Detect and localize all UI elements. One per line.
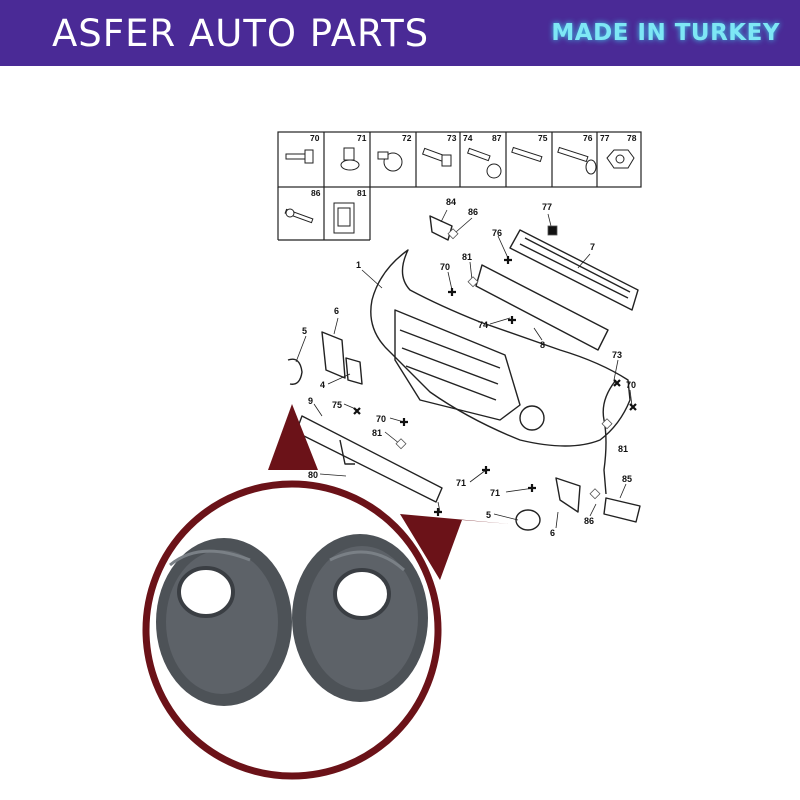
- grid-label: 78: [627, 133, 637, 143]
- callout-label: 8: [540, 340, 545, 350]
- grid-label: 81: [357, 188, 367, 198]
- callout-label: 81: [372, 428, 382, 438]
- callout-label: 6: [334, 306, 339, 316]
- callout-label: 86: [468, 207, 478, 217]
- callout-arrows: [268, 404, 510, 580]
- grid-label: 74: [463, 133, 473, 143]
- callout-label: 75: [332, 400, 342, 410]
- fastener-markers: [353, 256, 637, 516]
- callout-label: 81: [618, 444, 628, 454]
- callout-label: 4: [320, 380, 325, 390]
- header-banner: ASFER AUTO PARTS MADE IN TURKEY: [0, 0, 800, 66]
- callout-labels: 84 86 77 76 7 1 70 81 6 5 74 8 4 73 70 9…: [302, 197, 636, 538]
- callout-label: 73: [612, 350, 622, 360]
- callout-label: 7: [590, 242, 595, 252]
- fastener-icons: [284, 146, 635, 234]
- callout-label: 6: [550, 528, 555, 538]
- callout-label: 1: [356, 260, 361, 270]
- grid-label: 77: [600, 133, 610, 143]
- callout-label: 77: [542, 202, 552, 212]
- fastener-grid: [277, 131, 642, 241]
- clip-markers: [395, 225, 613, 500]
- product-photo: [142, 480, 442, 780]
- callout-label: 70: [440, 262, 450, 272]
- callout-label: 76: [492, 228, 502, 238]
- brand-title: ASFER AUTO PARTS: [52, 11, 430, 55]
- callout-label: 86: [584, 516, 594, 526]
- grid-label: 76: [583, 133, 593, 143]
- callout-label: 5: [302, 326, 307, 336]
- callout-label: 85: [622, 474, 632, 484]
- callout-label: 74: [478, 320, 488, 330]
- grid-label: 73: [447, 133, 457, 143]
- callout-label: 81: [462, 252, 472, 262]
- parts-diagram: 70 71 72 73 74 87 75 76 77 78 86 81: [142, 131, 642, 780]
- callout-label: 70: [376, 414, 386, 424]
- callout-label: 84: [446, 197, 456, 207]
- callout-label: 71: [490, 488, 500, 498]
- fastener-grid-labels: 70 71 72 73 74 87 75 76 77 78 86 81: [310, 133, 637, 198]
- callout-label: 80: [308, 470, 318, 480]
- grid-label: 70: [310, 133, 320, 143]
- callout-label: 5: [486, 510, 491, 520]
- made-in-badge: MADE IN TURKEY: [551, 20, 780, 46]
- callout-label: 71: [456, 478, 466, 488]
- grid-label: 75: [538, 133, 548, 143]
- callout-label: 70: [626, 380, 636, 390]
- grid-label: 72: [402, 133, 412, 143]
- grid-label: 87: [492, 133, 502, 143]
- leader-lines: [295, 209, 633, 529]
- callout-label: 9: [308, 396, 313, 406]
- grid-label: 86: [311, 188, 321, 198]
- grid-label: 71: [357, 133, 367, 143]
